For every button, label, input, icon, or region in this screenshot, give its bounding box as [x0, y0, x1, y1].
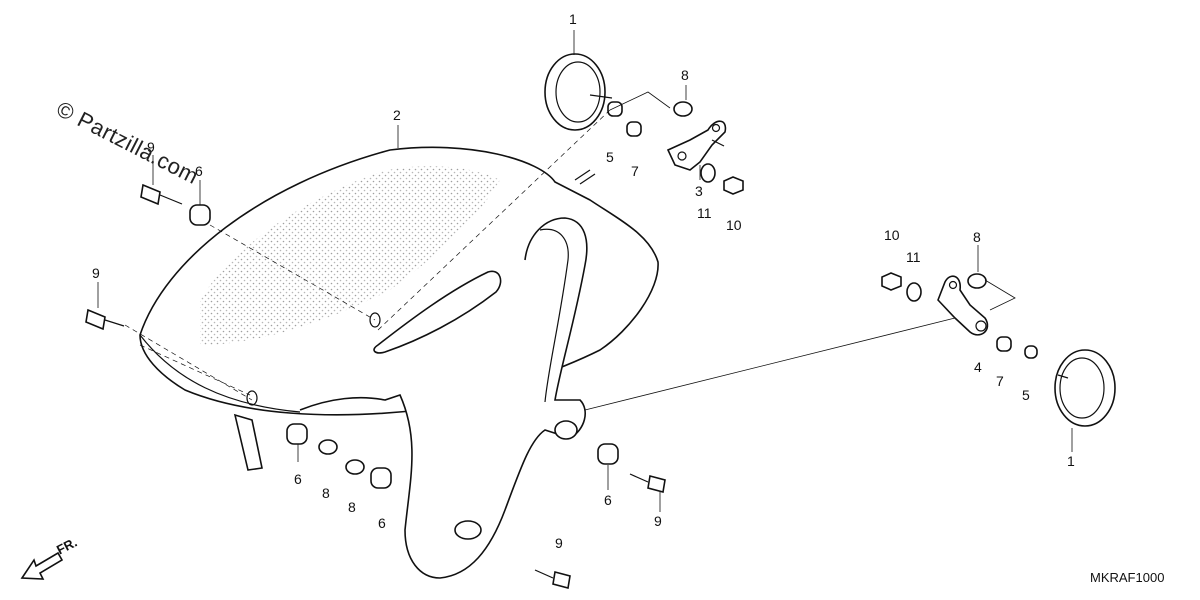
callout-7-top: 7 [631, 163, 639, 179]
callout-7-right: 7 [996, 373, 1004, 389]
callout-labels: 1 2 3 4 5 5 6 6 6 6 7 7 8 8 8 8 9 9 9 9 … [92, 11, 1075, 551]
reflector-bracket-icon [937, 275, 989, 336]
callout-9-left-top: 9 [147, 139, 155, 155]
callout-1-top: 1 [569, 11, 577, 27]
callout-9-bottom: 9 [555, 535, 563, 551]
front-direction-arrow-icon [20, 551, 64, 580]
callout-3: 3 [695, 183, 703, 199]
callout-8-bottom-b: 8 [348, 499, 356, 515]
callout-9-bottom-right: 9 [654, 513, 662, 529]
round-reflector-icon [544, 53, 613, 131]
washer-icon [700, 163, 922, 302]
assembly-lines [124, 91, 1016, 411]
collar-icon [607, 101, 1038, 359]
flange-bolt-icon [85, 183, 666, 589]
callout-10-top: 10 [726, 217, 742, 233]
callout-5-top: 5 [606, 149, 614, 165]
callout-1-right: 1 [1067, 453, 1075, 469]
callout-10-right: 10 [884, 227, 900, 243]
nut-icon [723, 176, 902, 291]
callout-8-bottom-a: 8 [322, 485, 330, 501]
callout-8-top: 8 [681, 67, 689, 83]
callout-5-right: 5 [1022, 387, 1030, 403]
leader-lines [97, 30, 1073, 512]
callout-11-right: 11 [906, 249, 921, 265]
callout-2: 2 [393, 107, 401, 123]
callout-6-left-top: 6 [195, 163, 203, 179]
front-fender-icon [139, 146, 659, 579]
callout-6-bottom-right: 6 [604, 492, 612, 508]
reflector-bracket-icon [666, 120, 727, 171]
callout-4: 4 [974, 359, 982, 375]
callout-8-right: 8 [973, 229, 981, 245]
callout-6-bottom-left: 6 [294, 471, 302, 487]
callout-6-bottom-mid: 6 [378, 515, 386, 531]
diagram-code: MKRAF1000 [1090, 570, 1165, 585]
collar-icon [318, 101, 987, 475]
round-reflector-icon [1054, 349, 1116, 427]
rubber-grommet-icon [189, 204, 619, 489]
callout-11-top: 11 [697, 205, 712, 221]
callout-9-left-mid: 9 [92, 265, 100, 281]
